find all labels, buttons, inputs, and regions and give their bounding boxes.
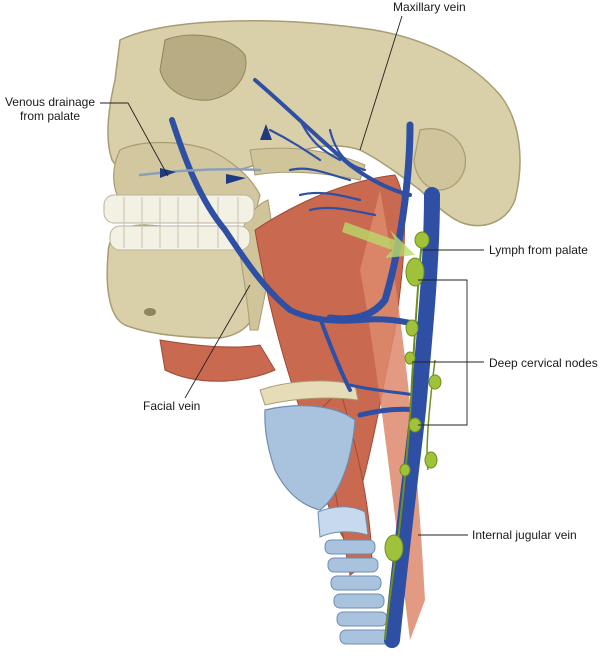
label-maxillary-vein: Maxillary vein [393, 0, 466, 14]
arrow-up-icon [260, 124, 272, 140]
upper-teeth [103, 194, 255, 224]
lymph-node [414, 231, 430, 249]
lymph-flow-arrow [342, 222, 415, 258]
orbit [159, 34, 247, 101]
leader-venous-drainage [100, 102, 169, 177]
hyoglossus-muscle [159, 339, 276, 382]
leader-maxillary-vein [359, 15, 403, 151]
label-text: Lymph from palate [489, 243, 588, 257]
label-text: Maxillary vein [393, 0, 466, 14]
label-venous-drainage: Venous drainage from palate [0, 95, 100, 123]
lymph-node [424, 451, 438, 469]
label-facial-vein: Facial vein [143, 399, 200, 413]
pterygoid-plexus [268, 118, 377, 217]
lingual-vein [318, 316, 352, 392]
label-text: Internal jugular vein [472, 528, 577, 542]
label-text-line1: Venous drainage [4, 95, 96, 109]
larynx [259, 380, 391, 645]
drainage-arrows [160, 124, 415, 258]
cricoid-cartilage [317, 506, 369, 538]
mandible [106, 224, 259, 339]
laryngeal-vein [348, 383, 417, 397]
lymph-node [405, 257, 425, 287]
zygomatic-arch [249, 147, 366, 181]
mental-foramen [144, 308, 156, 316]
mastoid [413, 128, 466, 191]
trachea [324, 539, 391, 645]
label-lymph-from-palate: Lymph from palate [489, 243, 588, 257]
lymph-node [428, 374, 442, 390]
palatine-vein [138, 167, 262, 177]
lymph-vessel [384, 239, 423, 641]
label-text: Deep cervical nodes [489, 356, 598, 370]
hyoid-bone [259, 380, 359, 406]
arrow-right-icon [160, 168, 176, 178]
label-internal-jugular-vein: Internal jugular vein [472, 528, 577, 542]
maxillary-vein [253, 78, 412, 197]
label-text: Facial vein [143, 399, 201, 413]
leader-deep-cervical-nodes [412, 279, 484, 426]
label-text-line2: from palate [19, 109, 81, 123]
lymph-node [405, 319, 419, 337]
arrow-right-icon [226, 174, 246, 184]
leader-lines [100, 15, 484, 536]
lymph-node [384, 534, 404, 562]
lymphatics [384, 231, 442, 641]
lymph-node [399, 463, 411, 477]
lymph-node [404, 351, 416, 365]
lower-teeth [109, 225, 251, 251]
superior-thyroid-vein [357, 406, 421, 418]
thyroid-cartilage [264, 405, 356, 511]
facial-vein [169, 117, 421, 328]
veins [138, 78, 440, 648]
label-deep-cervical-nodes: Deep cervical nodes [489, 356, 598, 370]
leader-facial-vein [184, 284, 251, 399]
